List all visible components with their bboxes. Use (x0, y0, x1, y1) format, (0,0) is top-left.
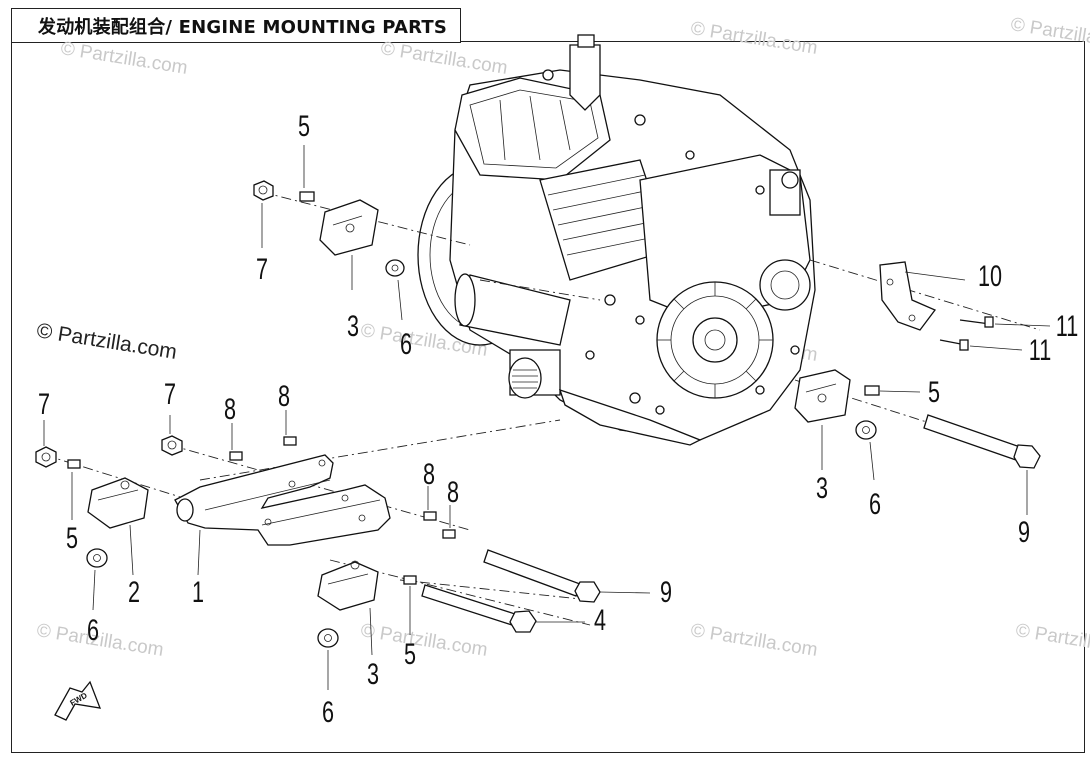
page-title: 发动机装配组合/ ENGINE MOUNTING PARTS (38, 16, 448, 38)
callout-11: 11 (1055, 310, 1079, 343)
part-4-bolt (421, 584, 585, 633)
part-6-washer-right (855, 420, 877, 481)
callout-3: 3 (366, 658, 380, 691)
callout-7: 7 (255, 253, 269, 286)
part-6-washer-upper (385, 259, 405, 321)
part-9-long-bolt-lower (483, 549, 651, 603)
fwd-arrow-icon (54, 680, 102, 721)
part-3-mount-right (794, 369, 851, 470)
part-8-bolts (229, 410, 456, 539)
part-3-mount-upper (319, 199, 379, 290)
part-2-mount-left (87, 477, 149, 576)
callout-8: 8 (223, 393, 237, 426)
callout-6: 6 (86, 614, 100, 647)
callout-6: 6 (868, 488, 882, 521)
part-11-bolts (939, 316, 1051, 351)
engine-assembly (417, 34, 816, 446)
callout-8: 8 (446, 476, 460, 509)
callout-8: 8 (422, 458, 436, 491)
part-5-bolt-left (67, 459, 81, 520)
callout-10: 10 (977, 260, 1003, 293)
callout-5: 5 (927, 376, 941, 409)
part-9-long-bolt-right (923, 414, 1041, 515)
part-6-washer-lower (317, 628, 339, 690)
part-3-mount-lower (317, 560, 379, 656)
part-10-bracket (879, 261, 966, 331)
part-5-bolt-lower (403, 575, 417, 635)
callout-5: 5 (65, 522, 79, 555)
callout-6: 6 (399, 328, 413, 361)
part-1-engine-frame (174, 454, 391, 576)
callout-3: 3 (815, 472, 829, 505)
callout-5: 5 (403, 638, 417, 671)
callout-8: 8 (277, 380, 291, 413)
part-7-nut-upper (253, 180, 274, 248)
callout-9: 9 (659, 576, 673, 609)
part-6-washer-left (86, 548, 108, 611)
callout-1: 1 (191, 576, 205, 609)
diagram-frame (11, 41, 1085, 753)
title-box: 发动机装配组合/ ENGINE MOUNTING PARTS (11, 8, 461, 43)
part-5-bolt-upper (299, 145, 315, 202)
part-7-nut-left (35, 420, 57, 468)
callout-4: 4 (593, 604, 607, 637)
part-7-nut-mid (161, 415, 183, 456)
callout-2: 2 (127, 576, 141, 609)
callout-7: 7 (163, 378, 177, 411)
part-5-bolt-right (864, 385, 921, 396)
callout-7: 7 (37, 388, 51, 421)
callout-9: 9 (1017, 516, 1031, 549)
callout-11: 11 (1028, 334, 1052, 367)
callout-5: 5 (297, 110, 311, 143)
callout-3: 3 (346, 310, 360, 343)
callout-6: 6 (321, 696, 335, 729)
